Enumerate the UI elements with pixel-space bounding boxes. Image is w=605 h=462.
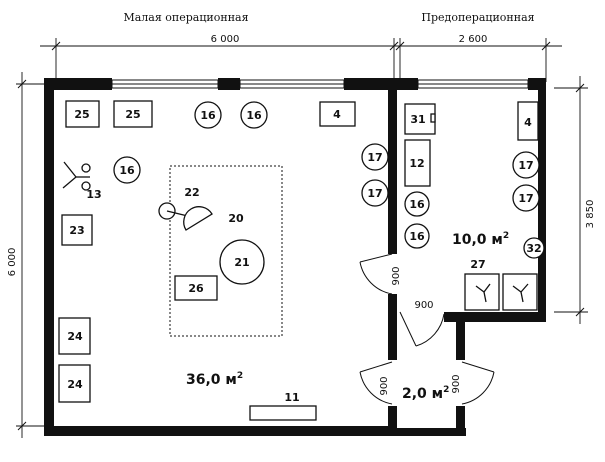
dimension-top — [40, 38, 562, 82]
door-preop — [359, 253, 393, 295]
dimension-left-text: 6 000 — [7, 248, 18, 277]
equipment-20-label: 20 — [228, 212, 244, 225]
operating-zone — [169, 165, 283, 337]
door-vestibule-right-width: 900 — [451, 374, 462, 393]
equipment-22: 22 — [158, 186, 213, 231]
equipment-24-a: 24 — [58, 317, 91, 355]
dimension-top-right-text: 2 600 — [459, 34, 488, 45]
equipment-24-b: 24 — [58, 364, 91, 403]
room-title-small-or: Малая операционная — [123, 11, 248, 24]
equipment-31: 31 — [404, 103, 436, 135]
area-vestibule-sup: 2 — [443, 385, 449, 395]
stool-16-e: 16 — [404, 223, 430, 249]
equipment-24-a-label: 24 — [67, 330, 83, 343]
stool-17-a-label: 17 — [367, 151, 382, 164]
equipment-11: 11 — [249, 391, 317, 421]
equipment-24-b-label: 24 — [67, 378, 83, 391]
stool-16-c-label: 16 — [119, 164, 135, 177]
equipment-25-left-label: 25 — [74, 108, 89, 121]
stool-17-b: 17 — [361, 179, 389, 207]
equipment-25-right-label: 25 — [125, 108, 140, 121]
equipment-32: 32 — [523, 237, 545, 259]
dimension-right — [554, 76, 588, 324]
equipment-21: 21 — [219, 239, 265, 285]
sink-27-left — [464, 273, 500, 311]
equipment-32-label: 32 — [526, 242, 541, 255]
area-preop-value: 10,0 м — [452, 232, 503, 248]
stool-16-d: 16 — [404, 191, 430, 217]
sink-27-right — [502, 273, 538, 311]
equipment-21-label: 21 — [234, 256, 249, 269]
dimension-left — [16, 72, 50, 438]
equipment-31-label: 31 — [410, 113, 425, 126]
equipment-4-left: 4 — [319, 101, 356, 127]
window-2 — [239, 79, 345, 89]
area-small-or-value: 36,0 м — [186, 372, 237, 388]
stool-16-a: 16 — [194, 101, 222, 129]
equipment-26-label: 26 — [188, 282, 204, 295]
stool-17-d-label: 17 — [518, 192, 533, 205]
stool-16-a-label: 16 — [200, 109, 216, 122]
dimension-top-left-text: 6 000 — [211, 34, 240, 45]
area-vestibule: 2,0 м2 — [402, 385, 449, 402]
equipment-4-left-label: 4 — [333, 108, 341, 121]
equipment-22-label: 22 — [184, 186, 199, 199]
stool-17-a: 17 — [361, 143, 389, 171]
dimension-right-text: 3 850 — [585, 200, 596, 229]
equipment-27-label: 27 — [470, 258, 485, 271]
door-vestibule-left — [359, 361, 393, 405]
area-preop: 10,0 м2 — [452, 231, 509, 248]
area-small-or: 36,0 м2 — [186, 371, 243, 388]
stool-16-d-label: 16 — [409, 198, 425, 211]
equipment-23-label: 23 — [69, 224, 84, 237]
equipment-13-lamp: 13 — [62, 161, 102, 201]
walls — [44, 78, 546, 436]
room-title-preop: Предоперационная — [421, 11, 534, 24]
equipment-4-right: 4 — [517, 101, 539, 141]
area-vestibule-value: 2,0 м — [402, 386, 443, 402]
stool-16-e-label: 16 — [409, 230, 425, 243]
equipment-12-label: 12 — [409, 157, 424, 170]
stool-16-b: 16 — [240, 101, 268, 129]
area-small-or-sup: 2 — [237, 371, 243, 381]
door-vestibule-left-width: 900 — [379, 376, 390, 395]
stool-17-d: 17 — [512, 184, 540, 212]
equipment-25-left: 25 — [65, 100, 100, 128]
window-3 — [417, 79, 529, 89]
equipment-13-label: 13 — [86, 188, 101, 201]
stool-17-c: 17 — [512, 151, 540, 179]
equipment-23: 23 — [61, 214, 93, 246]
equipment-12: 12 — [404, 139, 431, 187]
stool-17-b-label: 17 — [367, 187, 382, 200]
area-preop-sup: 2 — [503, 231, 509, 241]
door-corridor — [399, 311, 445, 347]
equipment-25-right: 25 — [113, 100, 153, 128]
door-vestibule-right — [461, 361, 495, 405]
door-preop-width: 900 — [391, 266, 402, 285]
stool-16-b-label: 16 — [246, 109, 262, 122]
stool-16-c: 16 — [113, 156, 141, 184]
equipment-4-right-label: 4 — [524, 116, 532, 129]
equipment-26: 26 — [174, 275, 218, 301]
stool-17-c-label: 17 — [518, 159, 533, 172]
equipment-11-label: 11 — [284, 391, 299, 404]
window-1 — [111, 79, 219, 89]
door-corridor-width: 900 — [414, 300, 433, 311]
